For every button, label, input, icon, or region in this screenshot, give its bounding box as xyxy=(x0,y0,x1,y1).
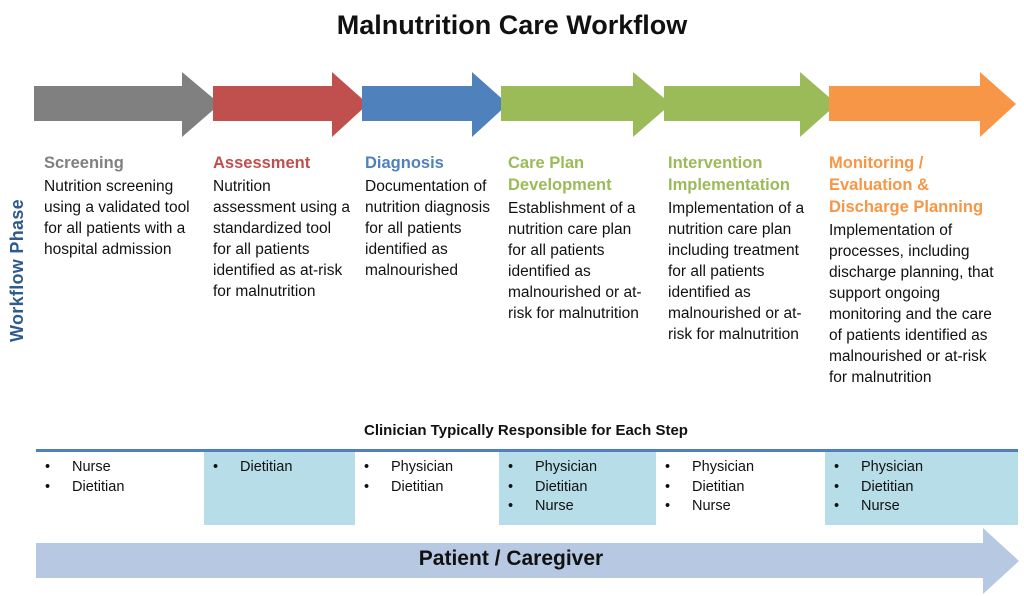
clinician-cell-screening: Nurse Dietitian xyxy=(36,452,204,525)
phase-name: Screening xyxy=(44,154,124,172)
phase-description: Implementation of a nutrition care plan … xyxy=(668,200,805,343)
phase-name: Assessment xyxy=(213,154,311,172)
clinician-item: Dietitian xyxy=(499,478,656,498)
phase-name: Care Plan Development xyxy=(508,154,612,194)
clinician-item: Physician xyxy=(499,458,656,478)
phase-description: Nutrition assessment using a standardize… xyxy=(213,178,350,300)
clinician-item: Nurse xyxy=(499,497,656,517)
phase-name: Diagnosis xyxy=(365,154,444,172)
phase-screening: Screening Nutrition screening using a va… xyxy=(44,152,194,260)
phase-care-plan: Care Plan Development Establishment of a… xyxy=(508,152,646,324)
clinician-item: Dietitian xyxy=(204,458,355,478)
arrow-monitoring xyxy=(829,72,1016,137)
clinician-item: Dietitian xyxy=(355,478,499,498)
phase-description: Implementation of processes, including d… xyxy=(829,222,994,386)
arrow-care-plan xyxy=(501,72,671,137)
clinician-item: Nurse xyxy=(825,497,1018,517)
clinician-cell-intervention: Physician Dietitian Nurse xyxy=(656,452,825,525)
arrow-diagnosis xyxy=(362,72,508,137)
clinician-item: Dietitian xyxy=(825,478,1018,498)
arrow-screening xyxy=(34,72,220,137)
clinician-heading: Clinician Typically Responsible for Each… xyxy=(364,422,688,439)
phase-description: Establishment of a nutrition care plan f… xyxy=(508,200,642,322)
clinician-divider xyxy=(36,449,1018,452)
phase-intervention: Intervention Implementation Implementati… xyxy=(668,152,820,345)
clinician-item: Physician xyxy=(656,458,825,478)
clinician-item: Dietitian xyxy=(36,478,204,498)
clinician-item: Nurse xyxy=(656,497,825,517)
phase-monitoring: Monitoring / Evaluation & Discharge Plan… xyxy=(829,152,1009,388)
clinician-cell-diagnosis: Physician Dietitian xyxy=(355,452,499,525)
clinician-item: Nurse xyxy=(36,458,204,478)
clinician-cell-care-plan: Physician Dietitian Nurse xyxy=(499,452,656,525)
clinician-cell-monitoring: Physician Dietitian Nurse xyxy=(825,452,1018,525)
clinician-item: Physician xyxy=(355,458,499,478)
phase-name: Monitoring / Evaluation & Discharge Plan… xyxy=(829,154,984,216)
page-title: Malnutrition Care Workflow xyxy=(336,10,688,40)
workflow-phase-text: Workflow Phase xyxy=(6,198,27,342)
arrow-intervention xyxy=(664,72,837,137)
clinician-cell-assessment: Dietitian xyxy=(204,452,355,525)
phase-description: Documentation of nutrition diagnosis for… xyxy=(365,178,490,279)
clinician-item: Physician xyxy=(825,458,1018,478)
workflow-phase-label: Workflow Phase xyxy=(2,190,32,350)
phase-diagnosis: Diagnosis Documentation of nutrition dia… xyxy=(365,152,493,281)
clinician-item: Dietitian xyxy=(656,478,825,498)
phase-name: Intervention Implementation xyxy=(668,154,790,194)
phase-assessment: Assessment Nutrition assessment using a … xyxy=(213,152,351,302)
phase-description: Nutrition screening using a validated to… xyxy=(44,178,190,258)
arrow-assessment xyxy=(213,72,368,137)
patient-caregiver-label: Patient / Caregiver xyxy=(418,547,604,570)
arrow-patient-caregiver xyxy=(36,528,1019,594)
